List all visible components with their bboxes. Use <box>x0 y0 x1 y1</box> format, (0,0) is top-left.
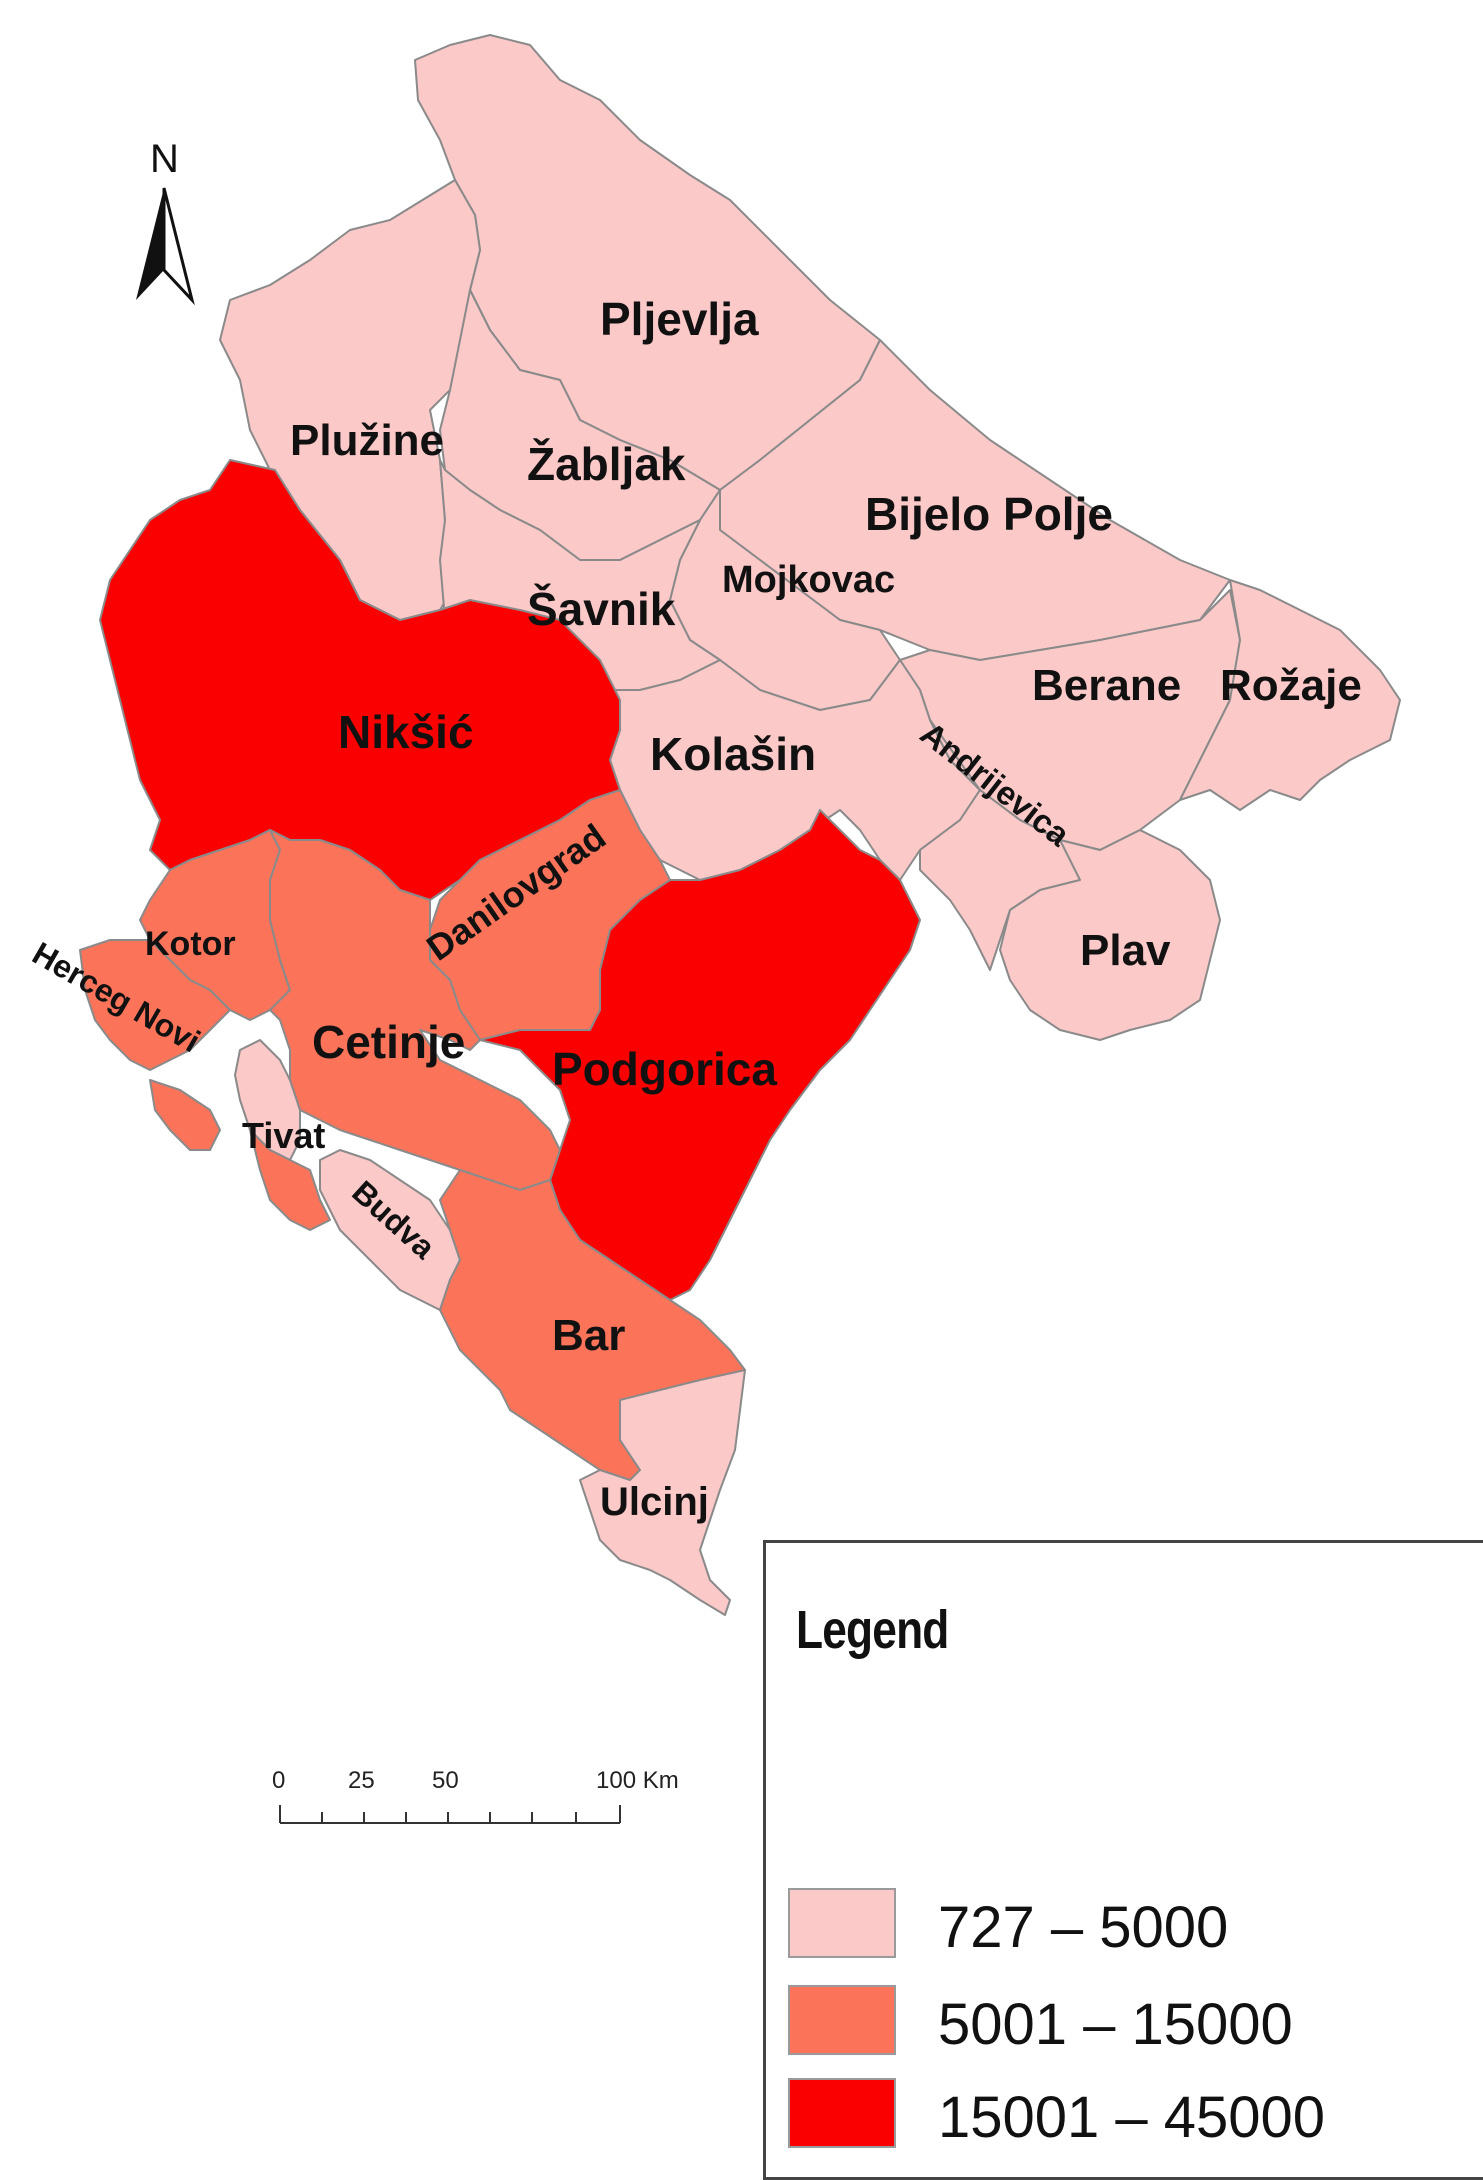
north-arrow-icon <box>136 188 164 300</box>
label-mojkovac: Mojkovac <box>722 559 895 601</box>
region-ulcinj[interactable] <box>579 1369 746 1616</box>
label-bijelo-polje: Bijelo Polje <box>865 488 1113 540</box>
label-zabljak: Žabljak <box>527 438 686 490</box>
label-bar: Bar <box>552 1311 625 1360</box>
label-niksic: Nikšić <box>338 706 474 758</box>
label-cetinje: Cetinje <box>312 1016 465 1068</box>
label-ulcinj: Ulcinj <box>600 1480 709 1524</box>
region-rozaje[interactable] <box>1179 579 1401 811</box>
north-arrow-letter: N <box>150 137 179 181</box>
label-rozaje: Rožaje <box>1220 661 1362 710</box>
label-kolasin: Kolašin <box>650 728 816 780</box>
legend-panel: Legend 727 – 5000 5001 – 15000 15001 – 4… <box>763 1540 1483 2180</box>
legend-swatch-3 <box>788 2078 896 2148</box>
legend-swatch-2 <box>788 1985 896 2055</box>
label-kotor: Kotor <box>145 925 236 963</box>
label-savnik: Šavnik <box>527 583 676 635</box>
scale-label-25: 25 <box>348 1767 375 1794</box>
legend-title: Legend <box>796 1600 949 1660</box>
region-tivat-coast[interactable] <box>249 1129 331 1231</box>
region-andrijevica[interactable] <box>919 719 1101 971</box>
region-cetinje[interactable] <box>269 829 561 1191</box>
label-podgorica: Podgorica <box>552 1043 777 1095</box>
scale-label-50: 50 <box>432 1767 459 1794</box>
label-pljevlja: Pljevlja <box>600 293 759 345</box>
legend-label-2: 5001 – 15000 <box>938 1992 1293 2057</box>
scale-label-0: 0 <box>272 1767 285 1794</box>
region-herceg-novi-peninsula[interactable] <box>149 1079 221 1151</box>
region-plav[interactable] <box>999 829 1221 1041</box>
label-plav: Plav <box>1080 926 1171 975</box>
scale-bar: 0 25 50 100 Km <box>272 1767 679 1824</box>
legend-label-1: 727 – 5000 <box>938 1895 1229 1960</box>
label-tivat: Tivat <box>242 1115 325 1156</box>
north-arrow: N <box>136 137 195 306</box>
legend-swatch-1 <box>788 1888 896 1958</box>
municipalities <box>79 34 1401 1616</box>
legend-label-3: 15001 – 45000 <box>938 2085 1326 2150</box>
scale-label-100: 100 Km <box>596 1767 679 1794</box>
label-pluzine: Plužine <box>290 416 444 465</box>
region-herceg-novi[interactable] <box>79 939 231 1071</box>
label-berane: Berane <box>1032 661 1181 710</box>
